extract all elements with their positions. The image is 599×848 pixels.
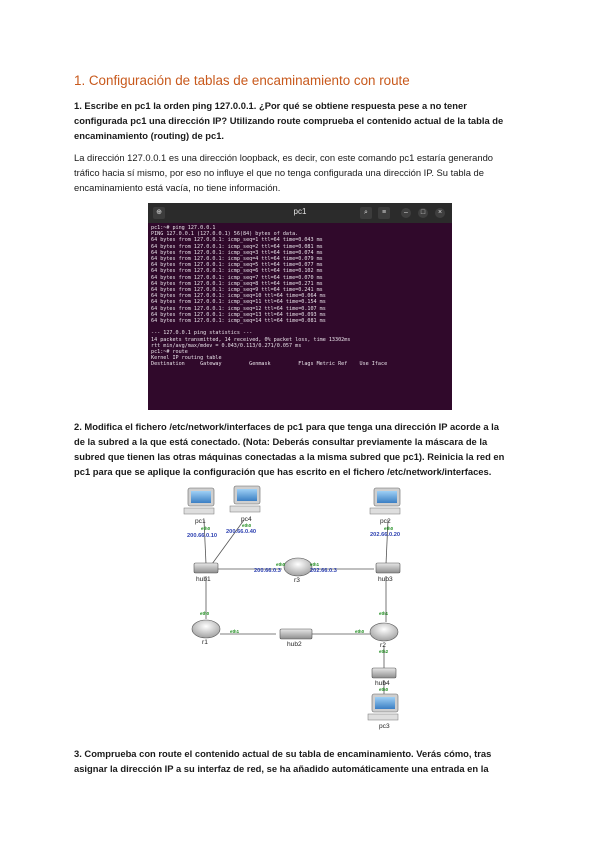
question-2-line-4: pc1 para que se aplique la configuración… (74, 466, 492, 477)
label-r1: r1 (202, 639, 208, 646)
terminal-line: 64 bytes from 127.0.0.1: icmp_seq=10 ttl… (151, 293, 326, 300)
question-1-line-2: configurada pc1 una dirección IP? Utiliz… (74, 115, 504, 126)
network-diagram: pc1 pc4 pc2 pc3 hub1 hub3 hub2 hub4 r3 r… (148, 484, 454, 740)
question-1-line-1: 1. Escribe en pc1 la orden ping 127.0.0.… (74, 100, 467, 111)
router-r2-shape (369, 622, 399, 642)
links (203, 519, 389, 698)
label-pc2: pc2 (380, 518, 391, 525)
network-diagram-svg (183, 485, 401, 721)
maximize-icon[interactable]: □ (418, 208, 428, 218)
question-2-line-2: de la subred a la que está conectado. (N… (74, 436, 488, 447)
terminal-line: 64 bytes from 127.0.0.1: icmp_seq=8 ttl=… (151, 280, 323, 287)
terminal-line: 64 bytes from 127.0.0.1: icmp_seq=7 ttl=… (151, 274, 323, 281)
terminal-line: 64 bytes from 127.0.0.1: icmp_seq=4 ttl=… (151, 256, 323, 263)
computer-pc2 (369, 487, 401, 515)
eth-r2-0: eth0 (355, 629, 365, 634)
answer-1-line-1: La dirección 127.0.0.1 es una dirección … (74, 152, 494, 163)
answer-1-line-3: encaminamiento está vacía, no tiene info… (74, 182, 281, 193)
answer-1: La dirección 127.0.0.1 es una dirección … (74, 150, 526, 195)
terminal-title: pc1 (293, 207, 307, 216)
eth-r1-0: eth0 (200, 611, 210, 616)
minimize-icon[interactable]: – (401, 208, 411, 218)
terminal-line: 64 bytes from 127.0.0.1: icmp_seq=6 ttl=… (151, 268, 323, 275)
label-r2: r2 (380, 642, 386, 649)
hub3-box (375, 562, 401, 574)
terminal-line: 64 bytes from 127.0.0.1: icmp_seq=11 ttl… (151, 299, 326, 306)
router-r3-shape (283, 557, 313, 577)
terminal-line: Destination Gateway Genmask Flags Metric… (151, 361, 388, 368)
eth-r3-1: eth1 (310, 562, 320, 567)
question-3-line-2: asignar la dirección IP a su interfaz de… (74, 763, 489, 774)
label-hub1: hub1 (196, 576, 211, 583)
label-hub3: hub3 (378, 576, 393, 583)
question-2: 2. Modifica el fichero /etc/network/inte… (74, 419, 526, 479)
answer-1-line-2: tráfico hacia sí mismo, por eso no influ… (74, 167, 484, 178)
eth-pc1: eth0 (201, 526, 211, 531)
ip-r3-left: 200.66.0.3 (254, 568, 281, 574)
terminal-line: pc1:~# route (151, 349, 188, 356)
question-2-line-1: 2. Modifica el fichero /etc/network/inte… (74, 421, 499, 432)
terminal-line: 64 bytes from 127.0.0.1: icmp_seq=1 ttl=… (151, 237, 323, 244)
hub1-box (193, 562, 219, 574)
eth-pc3: eth0 (379, 687, 389, 692)
eth-r3-0: eth0 (276, 562, 286, 567)
ip-r3-right: 202.66.0.3 (310, 568, 337, 574)
ip-pc2: 202.66.0.20 (370, 532, 401, 538)
label-r3: r3 (294, 577, 300, 584)
eth-pc4: eth0 (242, 523, 252, 528)
label-pc3: pc3 (379, 723, 390, 730)
terminal-line: 64 bytes from 127.0.0.1: icmp_seq=5 ttl=… (151, 262, 323, 269)
eth-r2-2: eth2 (379, 649, 389, 654)
question-3: 3. Comprueba con route el contenido actu… (74, 746, 526, 776)
hub2-box (279, 628, 313, 640)
label-hub2: hub2 (287, 641, 302, 648)
question-1-line-3: encaminamiento (routing) de pc1. (74, 130, 225, 141)
terminal-line: Kernel IP routing table (151, 355, 222, 362)
router-r1-shape (191, 619, 221, 639)
label-pc1: pc1 (195, 518, 206, 525)
section-title: 1. Configuración de tablas de encaminami… (74, 73, 410, 88)
new-tab-icon[interactable]: ⊕ (153, 207, 165, 219)
router-icons (191, 557, 399, 642)
computer-pc1 (183, 487, 215, 515)
terminal-line: 14 packets transmitted, 14 received, 0% … (151, 336, 351, 343)
ip-pc1: 200.66.0.10 (187, 533, 218, 539)
terminal-line: 64 bytes from 127.0.0.1: icmp_seq=13 ttl… (151, 311, 326, 318)
terminal-line: 64 bytes from 127.0.0.1: icmp_seq=9 ttl=… (151, 287, 323, 294)
terminal-line: 64 bytes from 127.0.0.1: icmp_seq=12 ttl… (151, 305, 326, 312)
eth-pc2: eth0 (384, 526, 394, 531)
close-icon[interactable]: × (435, 208, 445, 218)
terminal-line: 64 bytes from 127.0.0.1: icmp_seq=2 ttl=… (151, 243, 323, 250)
menu-icon[interactable]: ≡ (378, 207, 390, 219)
question-2-line-3: subred que tienen las otras máquinas con… (74, 451, 505, 462)
terminal-titlebar: ⊕ pc1 ⌕ ≡ – □ × (148, 203, 452, 223)
link-pc4-hub1 (211, 519, 245, 565)
label-hub4: hub4 (375, 680, 390, 687)
terminal-line: pc1:~# ping 127.0.0.1 (151, 225, 216, 231)
link-pc1-hub1 (203, 519, 207, 565)
search-icon[interactable]: ⌕ (360, 207, 372, 219)
question-1: 1. Escribe en pc1 la orden ping 127.0.0.… (74, 98, 526, 143)
hub4-box (371, 667, 397, 679)
eth-r1-1: eth1 (230, 629, 240, 634)
terminal-line: rtt min/avg/max/mdev = 0.043/0.113/0.271… (151, 342, 302, 349)
terminal-line: 64 bytes from 127.0.0.1: icmp_seq=3 ttl=… (151, 249, 323, 256)
terminal-line: PING 127.0.0.1 (127.0.0.1) 56(84) bytes … (151, 231, 299, 238)
link-pc2-hub3 (385, 519, 389, 565)
terminal-line: --- 127.0.0.1 ping statistics --- (151, 330, 253, 337)
question-3-line-1: 3. Comprueba con route el contenido actu… (74, 748, 492, 759)
eth-r2-1: eth1 (379, 611, 389, 616)
computer-pc4 (229, 485, 261, 513)
label-pc4: pc4 (241, 516, 252, 523)
ip-pc4: 200.66.0.40 (226, 529, 257, 535)
hub-icons (193, 562, 401, 679)
computer-pc3 (367, 693, 399, 721)
terminal-line: 64 bytes from 127.0.0.1: icmp_seq=14 ttl… (151, 318, 326, 325)
